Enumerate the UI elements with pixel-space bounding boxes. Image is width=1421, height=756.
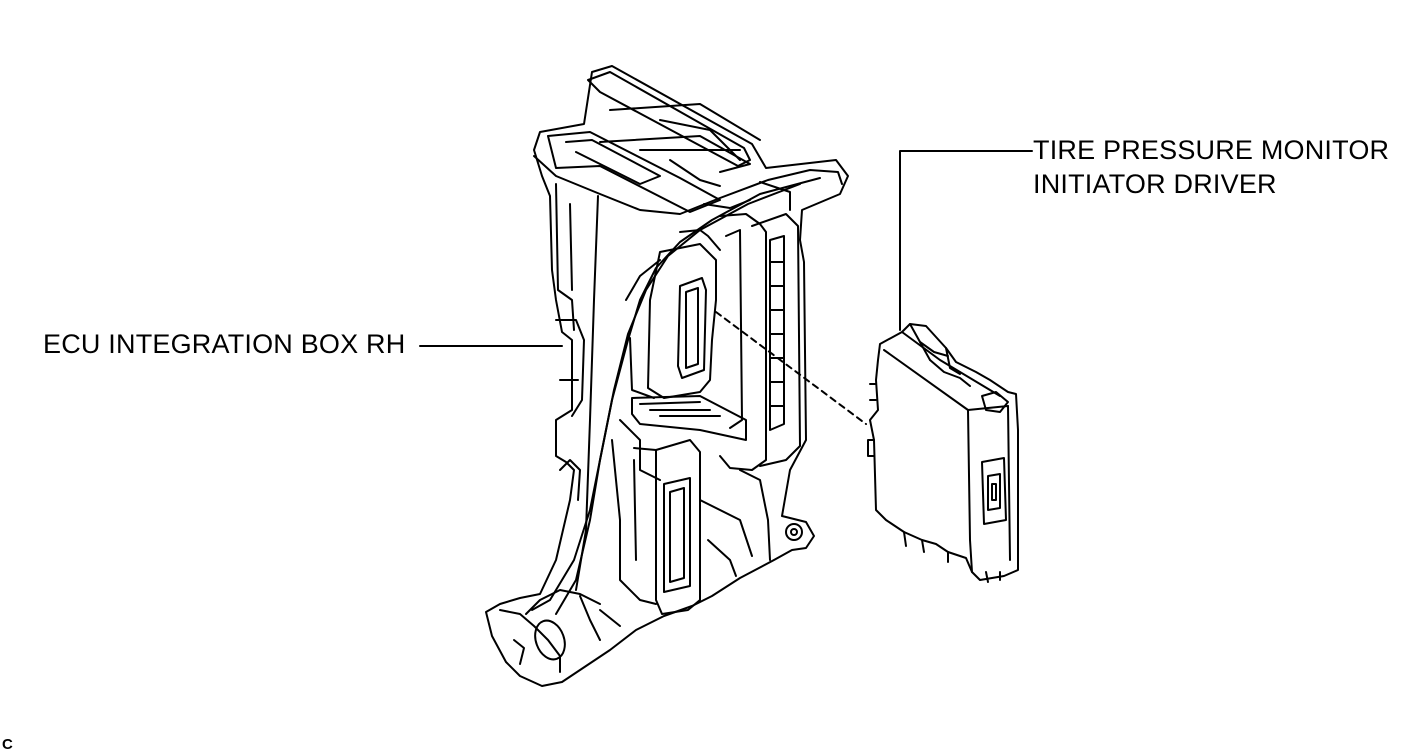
tpms-label-line1: TIRE PRESSURE MONITOR — [1033, 135, 1390, 165]
tpms-leader-line — [899, 150, 1033, 331]
figure-code: C — [2, 736, 13, 753]
tpms-initiator-driver-label: TIRE PRESSURE MONITOR INITIATOR DRIVER — [1033, 133, 1389, 201]
tpms-label-line2: INITIATOR DRIVER — [1033, 169, 1277, 199]
ecu-integration-box-label: ECU INTEGRATION BOX RH — [43, 329, 406, 359]
installation-guide-line — [715, 311, 867, 425]
ecu-integration-box-drawing — [485, 65, 849, 687]
tpms-initiator-driver-drawing — [867, 323, 1019, 583]
